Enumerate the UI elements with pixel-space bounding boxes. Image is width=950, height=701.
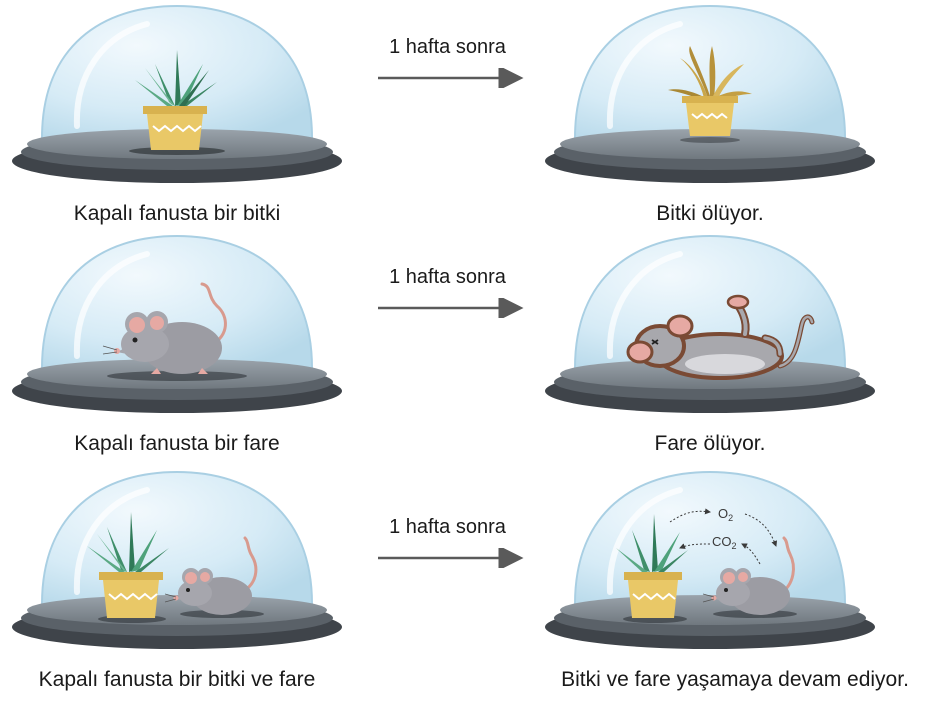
caption-plant-mouse-alive: Bitki ve fare yaşamaya devam ediyor. <box>530 667 940 693</box>
caption-plant-start: Kapalı fanusta bir bitki <box>7 201 347 227</box>
dome-plant-start <box>7 6 347 186</box>
plant-pot <box>143 106 207 150</box>
arrow-row2 <box>378 298 528 318</box>
arrow-label-row1: 1 hafta sonra <box>360 35 535 59</box>
plant-pot <box>99 572 163 618</box>
arrow-label-row2: 1 hafta sonra <box>360 265 535 289</box>
dome-mouse-start <box>7 236 347 416</box>
arrow-row3 <box>378 548 528 568</box>
plant-pot-dry <box>682 96 738 136</box>
arrow-row1 <box>378 68 528 88</box>
plant-pot <box>624 572 682 618</box>
caption-plant-dead: Bitki ölüyor. <box>540 201 880 227</box>
arrow-label-row3: 1 hafta sonra <box>360 515 535 539</box>
dome-plant-mouse-alive: O2 CO2 <box>540 472 880 652</box>
dome-mouse-dead <box>540 236 880 416</box>
dome-plant-mouse-start <box>7 472 347 652</box>
dome-plant-dead <box>540 6 880 186</box>
caption-mouse-dead: Fare ölüyor. <box>540 431 880 457</box>
caption-mouse-start: Kapalı fanusta bir fare <box>7 431 347 457</box>
caption-plant-mouse-start: Kapalı fanusta bir bitki ve fare <box>7 667 347 693</box>
